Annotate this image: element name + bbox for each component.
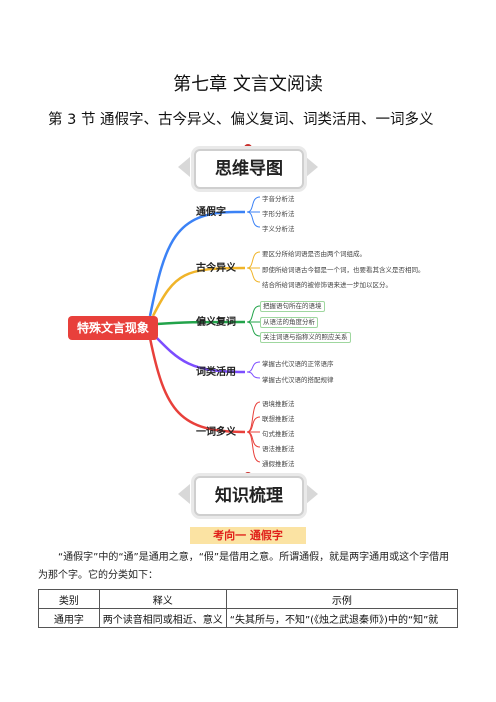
leaf-item: 从语法的角度分析 [260, 317, 318, 328]
leaf-item: 字形分析法 [262, 210, 295, 218]
leaf-item: 要区分所给词语是否由两个词组成。 [262, 250, 366, 258]
branch-line-gujinyiyi [151, 266, 246, 317]
intro-paragraph: “通假字”中的“通”是通用之意，“假”是借用之意。所谓通假，就是两字通用或这个字… [38, 549, 458, 585]
table-header-row: 类别 释义 示例 [38, 589, 459, 609]
classification-table: 类别 释义 示例 通用字 两个读音相同或相近、意义 “失其所与，不知”(《烛之武… [38, 589, 459, 628]
leaf-item: 掌握古代汉语的搭配规律 [262, 376, 334, 384]
leaf-item: 即使所给词语古今都是一个词，也要看其含义是否相同。 [262, 266, 425, 274]
mindmap-banner: 思维导图 [194, 149, 304, 189]
leaf-item: 关注词语与指称义的照应关系 [260, 332, 351, 343]
intro-text: “通假字”中的“通”是通用之意，“假”是借用之意。所谓通假，就是两字通用或这个字… [38, 552, 450, 581]
branch-label-yiciduoyi: 一词多义 [196, 427, 236, 438]
leaf-item: 语境推断法 [262, 400, 295, 408]
ribbon-left [178, 484, 190, 504]
leaf-item: 联想推断法 [262, 415, 295, 423]
leaf-item: 句式推断法 [262, 430, 295, 438]
mindmap-center-node: 特殊文言现象 [68, 316, 158, 340]
pin-icon [244, 144, 252, 152]
leaf-item: 掌握古代汉语的正常语序 [262, 360, 334, 368]
table-header-cell: 类别 [38, 589, 100, 609]
table-cell: 通用字 [38, 608, 100, 628]
table-cell: “失其所与，不知”(《烛之武退秦师》)中的“知”就 [225, 608, 459, 628]
ribbon-left [178, 157, 190, 177]
table-header-cell: 释义 [98, 589, 227, 609]
knowledge-banner: 知识梳理 [194, 476, 304, 516]
branch-label-cileihuoyong: 词类活用 [196, 367, 236, 378]
table-row: 通用字 两个读音相同或相近、意义 “失其所与，不知”(《烛之武退秦师》)中的“知… [38, 608, 459, 628]
branch-line-yiciduoyi [148, 337, 246, 434]
leaf-item: 结合所给词语的被修饰语来进一步加以区分。 [262, 281, 392, 289]
section-heading-tongjiazi: 考向一 通假字 [190, 527, 306, 544]
leaf-item: 字义分析法 [262, 225, 295, 233]
branch-line-pianyifuci [156, 320, 246, 326]
branch-line-tongjiazi [148, 210, 245, 317]
leaf-item: 把握语句所在的语境 [260, 301, 325, 312]
ribbon-right [306, 484, 318, 504]
table-header-cell: 示例 [225, 589, 459, 609]
section-title: 第 3 节 通假字、古今异义、偏义复词、词类活用、一词多义 [48, 112, 434, 128]
leaf-item: 字音分析法 [262, 195, 295, 203]
leaf-item: 通假推断法 [262, 460, 295, 468]
branch-label-pianyifuci: 偏义复词 [196, 317, 236, 328]
mindmap-diagram [148, 196, 261, 463]
leaf-item: 语法推断法 [262, 445, 295, 453]
branch-line-cileihuoyong [152, 333, 246, 374]
branch-label-tongjiazi: 通假字 [196, 207, 226, 218]
table-cell: 两个读音相同或相近、意义 [98, 608, 227, 628]
ribbon-right [306, 157, 318, 177]
chapter-title: 第七章 文言文阅读 [173, 74, 323, 95]
branch-label-gujinyiyi: 古今异义 [196, 263, 236, 274]
